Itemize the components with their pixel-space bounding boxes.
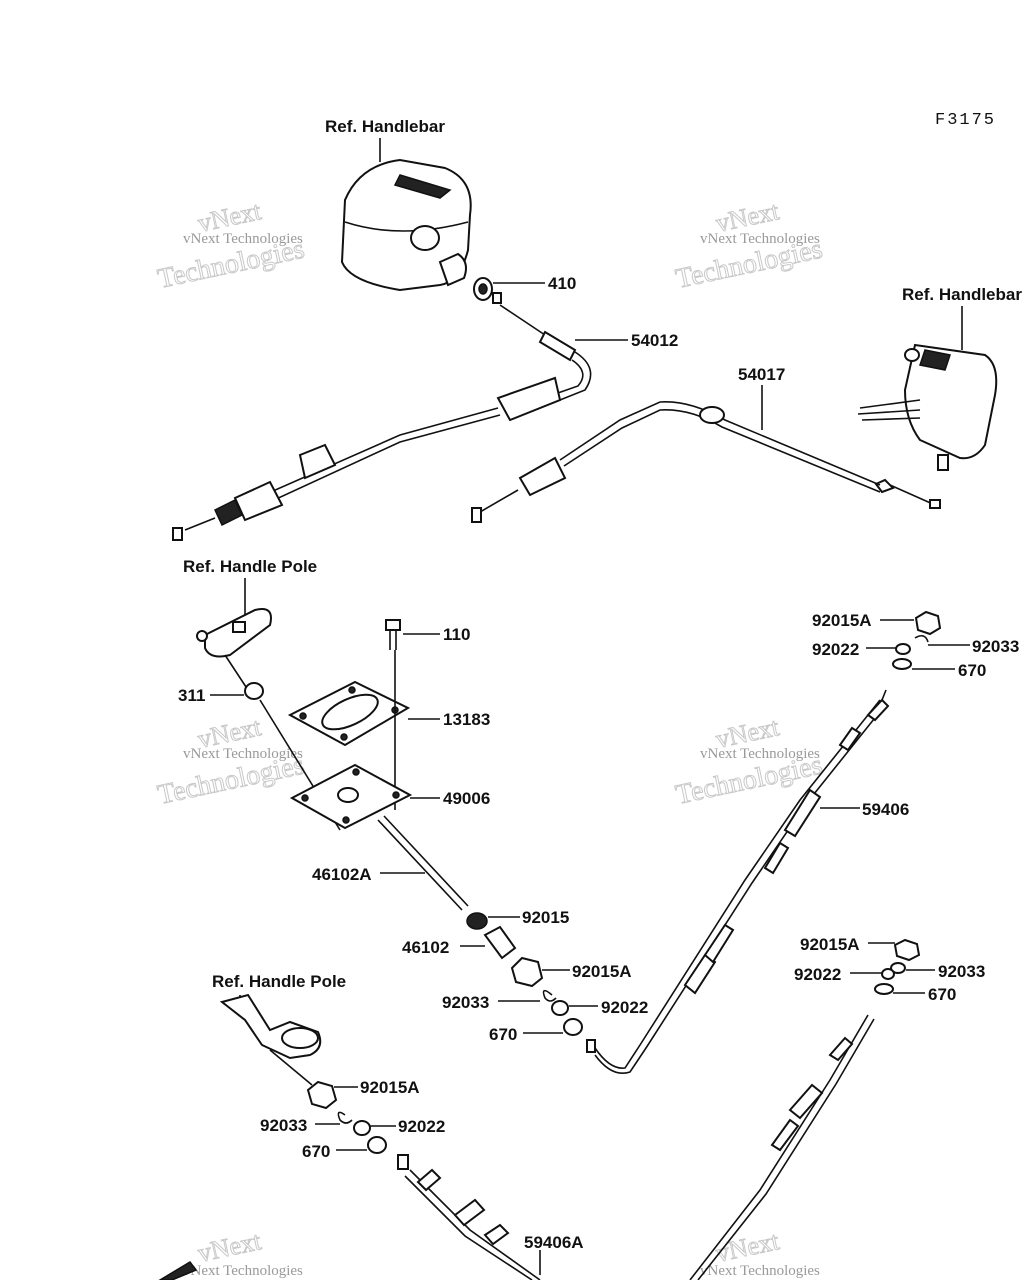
clip-92033-r2 [890,962,906,974]
handlebar-housing-left [340,158,472,292]
washer-92022-bl [353,1120,371,1136]
bolt-110 [385,619,401,650]
washer-92022-r2 [881,968,895,980]
cable-59406 [586,689,890,1074]
label-49006: 49006 [443,789,490,808]
svg-text:vNext Technologies: vNext Technologies [183,746,303,762]
label-92033-r2: 92033 [938,962,985,981]
nut-92015A-r2 [893,938,921,962]
label-92022-r2: 92022 [794,965,841,984]
label-92015A-tr: 92015A [812,611,872,630]
nut-92015A-mid [510,956,544,988]
figure-code: F3175 [935,111,996,130]
handle-pole-bracket-bottom [219,993,322,1060]
label-ref-handle-pole-top: Ref. Handle Pole [183,557,317,576]
plate-49006 [289,763,413,830]
label-46102A: 46102A [312,865,372,884]
label-ref-handle-pole-bottom: Ref. Handle Pole [212,972,346,991]
label-59406: 59406 [862,800,909,819]
nut-92015A-tr [914,610,942,636]
label-670-bl: 670 [302,1142,330,1161]
label-54012: 54012 [631,331,678,350]
svg-text:vNext Technologies: vNext Technologies [700,1263,820,1279]
label-110: 110 [443,625,470,644]
svg-text:vNext Technologies: vNext Technologies [700,746,820,762]
label-92033-tr: 92033 [972,637,1019,656]
svg-text:vNext Technologies: vNext Technologies [183,1263,303,1279]
label-92022-bl: 92022 [398,1117,445,1136]
label-92033-bl: 92033 [260,1116,307,1135]
label-ref-handlebar-right: Ref. Handlebar [902,285,1022,304]
handlebar-housing-right [857,343,998,471]
label-311: 311 [178,686,205,705]
label-92015A-mid: 92015A [572,962,632,981]
watermark-top-right: vNext Technologies vNext Technologies [673,196,826,296]
label-670-mid: 670 [489,1025,517,1044]
gasket-13183 [287,680,411,747]
cable-54012 [172,292,592,541]
label-670-tr: 670 [958,661,986,680]
ring-670-bl [367,1136,387,1154]
label-92015A-r2: 92015A [800,935,860,954]
label-92022-tr: 92022 [812,640,859,659]
svg-text:vNext Technologies: vNext Technologies [183,231,303,247]
nut-92015 [466,912,488,930]
svg-text:vNext: vNext [195,1226,264,1268]
ring-670-r2 [874,983,894,995]
watermark-top-left: vNext Technologies vNext Technologies [155,196,308,296]
label-92015: 92015 [522,908,569,927]
clip-92033-bl [337,1111,353,1124]
ring-670-tr [892,658,912,670]
sleeve-46102 [483,925,517,960]
label-410: 410 [548,274,576,293]
label-ref-handlebar-left: Ref. Handlebar [325,117,445,136]
label-92033-mid: 92033 [442,993,489,1012]
label-13183: 13183 [443,710,490,729]
svg-text:vNext Technologies: vNext Technologies [700,231,820,247]
label-54017: 54017 [738,365,785,384]
stud-46102A [377,815,469,911]
label-92022-mid: 92022 [601,998,648,1017]
label-46102: 46102 [402,938,449,957]
nut-92015A-bl [306,1080,338,1110]
label-92015A-bl: 92015A [360,1078,420,1097]
cable-lower-right [689,1014,875,1280]
watermark-mid-left: vNext Technologies vNext Technologies [155,712,308,812]
cable-54017 [471,401,941,523]
washer-92022-mid [551,1000,569,1016]
label-59406A: 59406A [524,1233,584,1252]
nut-311 [244,682,264,700]
label-670-r2: 670 [928,985,956,1004]
clip-92033-tr [914,634,929,643]
clip-92033-mid [542,989,557,1002]
ring-670-mid [563,1018,583,1036]
cable-59406A [397,1154,541,1280]
watermark-bottom-left: vNext Technologies vNext [183,1226,303,1279]
watermark-bottom-right: vNext Technologies vNext [700,1226,820,1279]
partial-part-bottom-left [158,1261,198,1280]
washer-92022-tr [895,643,911,655]
handle-pole-bracket-top [196,608,272,658]
